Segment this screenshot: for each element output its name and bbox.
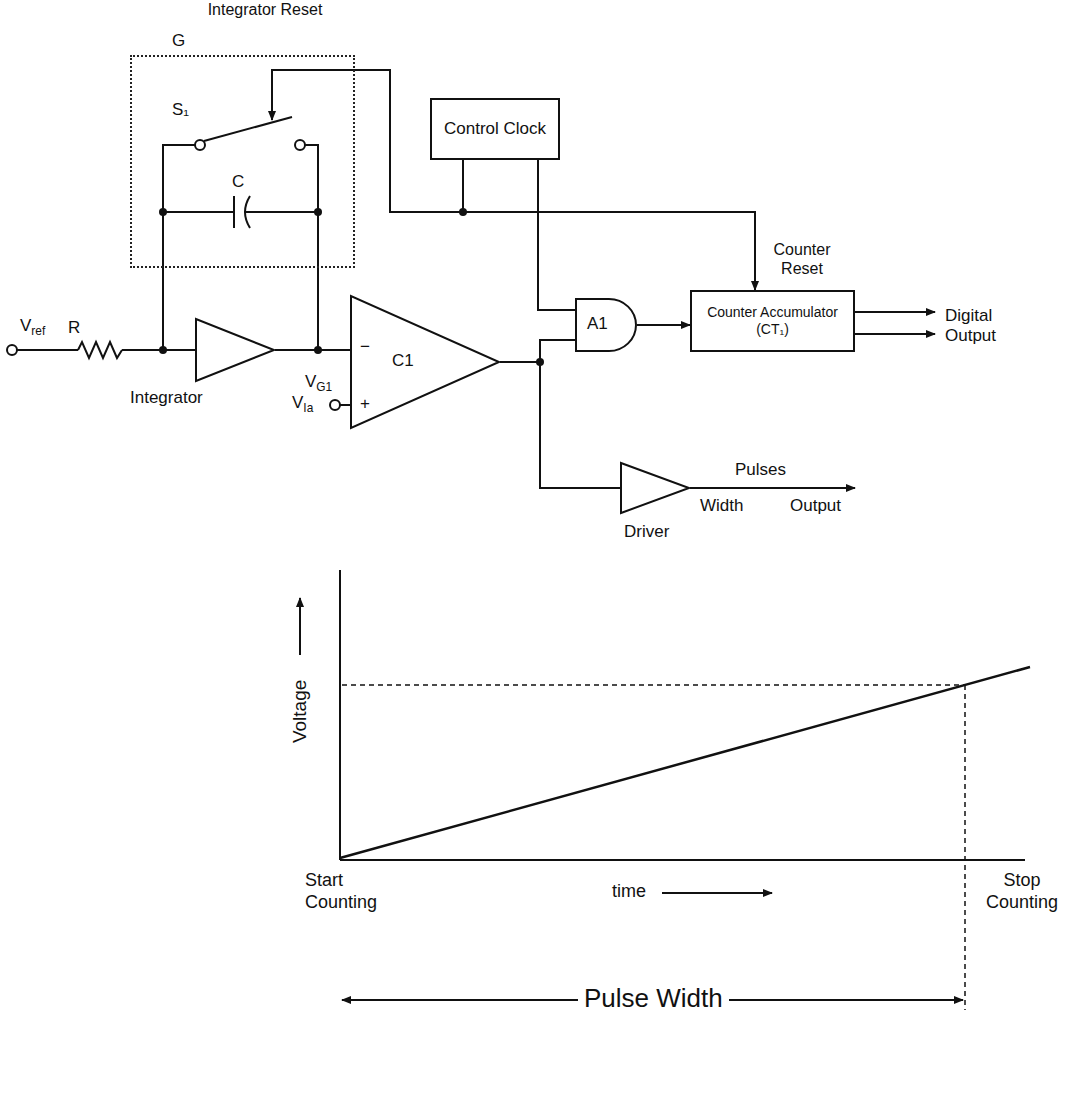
node-label: A1 (587, 314, 608, 334)
switch-terminal (295, 140, 305, 150)
switch-label: S₁ (172, 100, 189, 120)
axis-label: time (612, 881, 646, 903)
dashed-line (342, 684, 965, 686)
integrator-amplifier: Integrator (195, 318, 275, 382)
connector (163, 268, 195, 350)
connector (637, 324, 690, 326)
comparator-symbol: C1 (350, 295, 500, 429)
triangle-outline (620, 462, 690, 514)
axis-note: Start Counting (305, 870, 395, 913)
dashed-line (964, 685, 966, 1010)
signal-name: VIa (292, 393, 313, 416)
output-label: Digital Output (945, 306, 1025, 347)
and-gate: A1 (575, 298, 637, 352)
connector (500, 340, 575, 362)
resistor-label: R (68, 318, 80, 338)
wire (163, 211, 234, 213)
node-label: Driver (624, 522, 669, 542)
resistor-symbol (78, 342, 122, 358)
signal-name: Vref (20, 316, 45, 339)
output-arrow (855, 333, 935, 335)
integrator-reset-group: G (130, 55, 355, 268)
driver-amplifier: Driver (620, 462, 690, 514)
wire (305, 145, 318, 268)
axis-label: Voltage (289, 671, 312, 751)
wire (340, 404, 350, 406)
time-arrow (662, 892, 772, 894)
connector (538, 160, 575, 310)
switch-blade (204, 117, 292, 141)
pin-sign: + (360, 394, 370, 414)
node-label: G (172, 31, 185, 51)
output-arrow (855, 311, 935, 313)
ramp-graph (300, 570, 1030, 1010)
voltage-arrow (299, 598, 301, 655)
output-label: Pulses (735, 460, 786, 480)
edge-label: Integrator Reset (200, 0, 330, 19)
ramp-line (340, 667, 1030, 858)
wire (122, 349, 163, 351)
dimension-label: Pulse Width (578, 984, 729, 1014)
wires (7, 117, 935, 488)
wire (17, 349, 78, 351)
capacitor-label: C (232, 172, 244, 192)
signal-name: VG1 (305, 372, 332, 395)
output-label: Width (700, 496, 743, 516)
node-label: Control Clock (440, 119, 550, 139)
wire (245, 211, 318, 213)
output-arrow (690, 487, 855, 489)
node-label: Integrator (130, 388, 203, 408)
triangle-outline (350, 295, 500, 429)
input-terminal (330, 400, 340, 410)
connector (500, 362, 620, 488)
wire (163, 145, 195, 268)
axis (339, 570, 341, 860)
connector (463, 160, 755, 290)
control-clock-box: Control Clock (430, 98, 560, 160)
node-label: C1 (392, 351, 414, 371)
counter-accumulator-box: Counter Accumulator (CT₁) (690, 290, 855, 352)
pin-sign: − (360, 337, 370, 357)
capacitor-plate (233, 196, 235, 228)
output-label: Output (790, 496, 841, 516)
axis-note: Stop Counting (972, 870, 1072, 913)
input-terminal (7, 345, 17, 355)
triangle-outline (195, 318, 275, 382)
edge-label: Counter Reset (762, 240, 842, 278)
switch-terminal (195, 140, 205, 150)
connector (318, 268, 350, 350)
node-label: Counter Accumulator (CT₁) (703, 304, 843, 338)
axis (340, 859, 1025, 861)
